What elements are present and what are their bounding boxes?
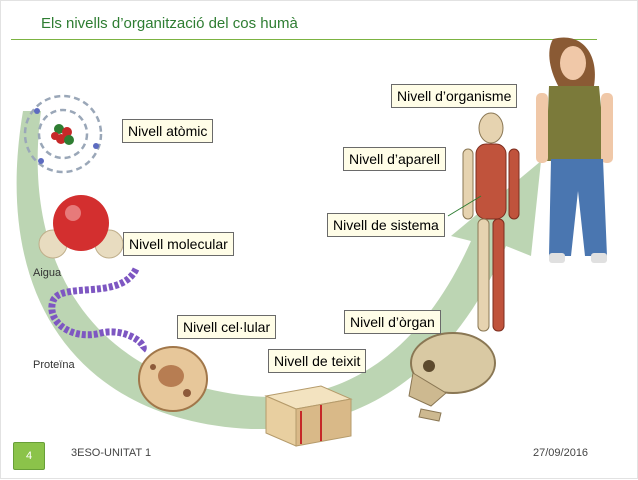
level-label-organism: Nivell d’organisme [391,84,518,108]
level-label-system: Nivell de sistema [327,213,445,237]
date-label: 27/09/2016 [533,447,589,459]
level-label-atomic: Nivell atòmic [122,119,214,143]
slide-title: Els nivells d’organització del cos humà [41,15,298,32]
level-label-molecular: Nivell molecular [123,232,234,256]
water-caption: Aigua [33,267,62,279]
level-label-organ: Nivell d’òrgan [344,310,441,334]
anatomy-figure-illustration [462,112,520,332]
protein-chain-illustration [48,267,147,355]
course-label: 3ESO-UNITAT 1 [71,447,152,459]
skull-illustration [408,332,496,422]
page-number-badge: 4 [13,442,45,470]
protein-caption: Proteïna [33,359,75,371]
water-molecule-illustration [38,195,124,259]
level-label-cellular: Nivell cel·lular [177,315,277,339]
title-divider [11,39,597,40]
level-label-apparatus: Nivell d’aparell [343,147,447,171]
progression-arrow [16,111,541,430]
tissue-illustration [264,385,353,447]
level-label-tissue: Nivell de teixit [268,349,367,373]
person-illustration [536,37,613,263]
cell-illustration [138,346,208,412]
system-connector-line [447,195,482,217]
atom-illustration [23,94,103,174]
